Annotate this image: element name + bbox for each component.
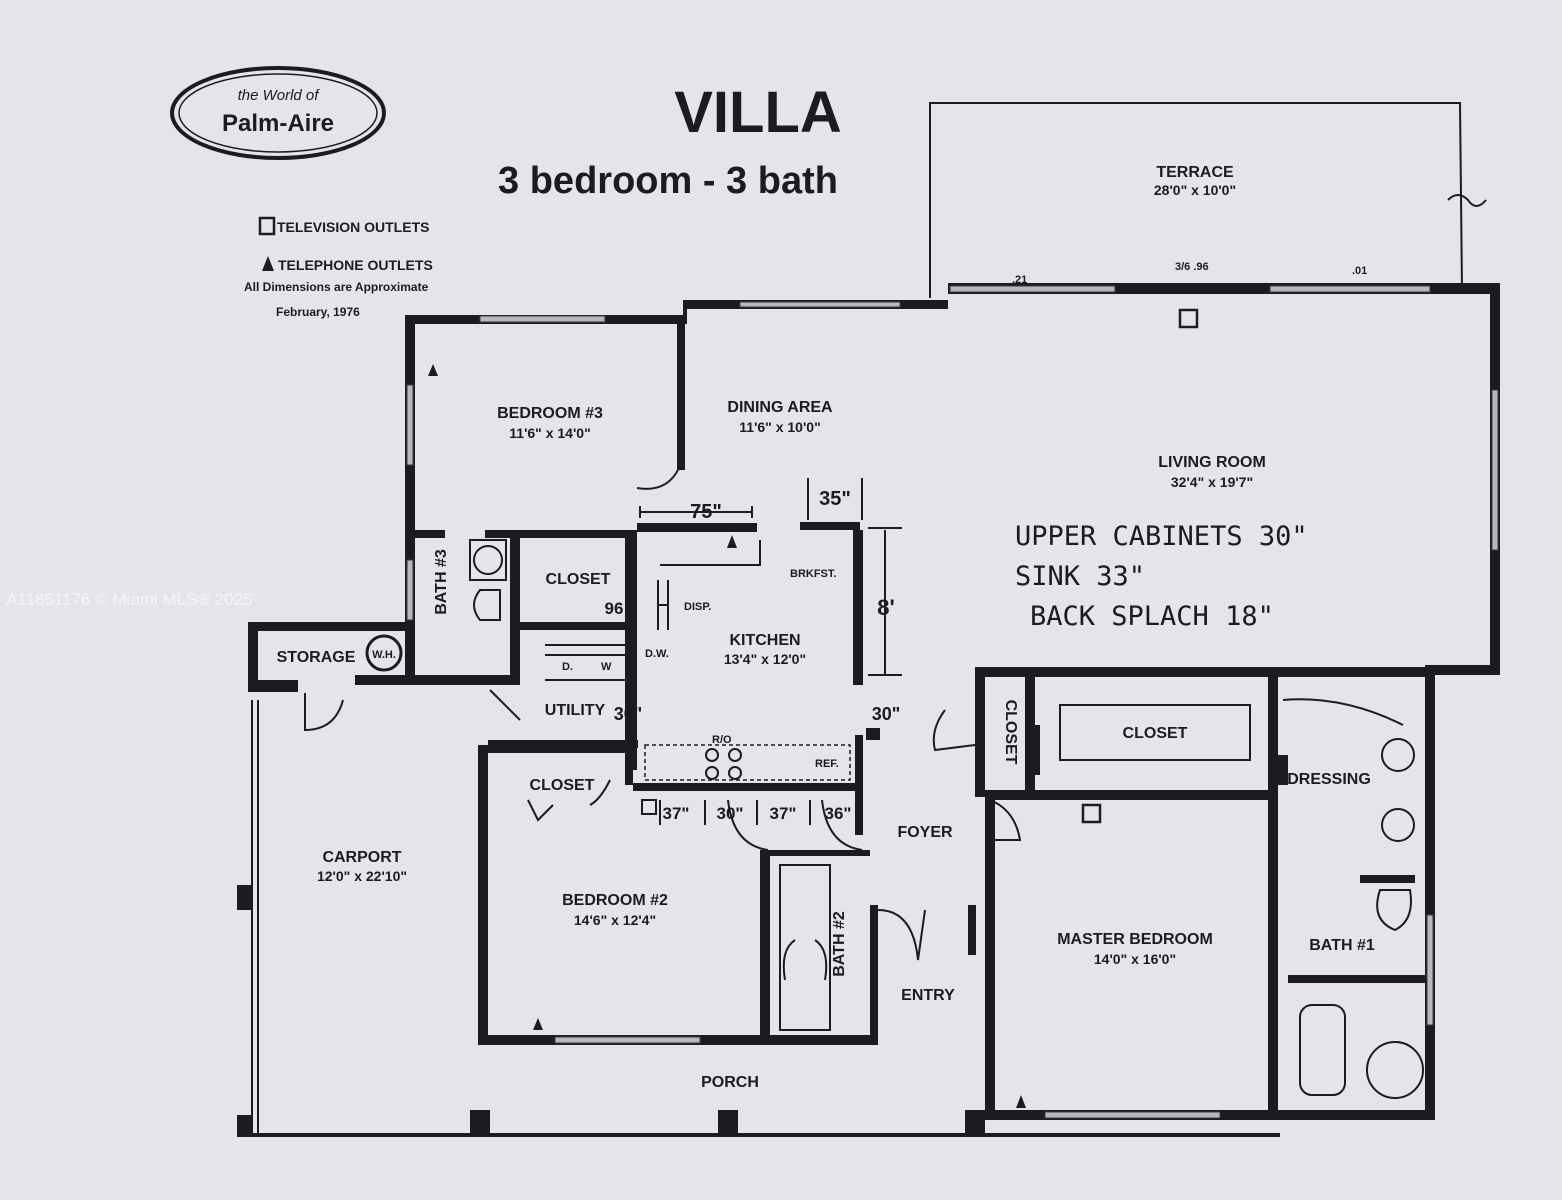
living-label: LIVING ROOM [1158, 454, 1266, 471]
bedroom3-label: BEDROOM #3 [497, 405, 603, 422]
bedroom2-label: BEDROOM #2 [562, 892, 668, 909]
tv-outlet-bedroom2-icon [641, 799, 657, 815]
terrace-label: TERRACE [1156, 164, 1234, 181]
entry-label: ENTRY [901, 987, 955, 1004]
note-back-splash: BACK SPLACH 18" [1030, 601, 1274, 632]
handwritten-notes: UPPER CABINETS 30" SINK 33" BACK SPLACH … [1015, 521, 1308, 632]
refrigerator-label: REF. [815, 758, 839, 770]
measure-75: 75" [690, 501, 722, 523]
measure-35: 35" [819, 488, 851, 510]
plan-subtitle: 3 bedroom - 3 bath [498, 160, 838, 202]
water-heater-label: W.H. [372, 649, 396, 661]
interior-walls [405, 320, 1435, 1120]
terrace-mark-96: 3/6 .96 [1175, 261, 1209, 273]
phone-outlet-bedroom2-icon [533, 1018, 543, 1030]
fixtures: W.H. [365, 308, 1424, 1108]
range-oven-label: R/O [712, 734, 732, 746]
tv-outlet-icon [258, 216, 276, 236]
palm-aire-logo: the World of Palm-Aire [170, 66, 386, 160]
measure-utility-30: 30" [614, 704, 643, 724]
note-sink: SINK 33" [1015, 561, 1145, 592]
living-size: 32'4" x 19'7" [1171, 474, 1253, 490]
dryer-label: D. [562, 661, 573, 673]
dishwasher-label: D.W. [645, 648, 669, 660]
foyer-closet-label: CLOSET [1002, 700, 1019, 765]
mls-watermark: A11851176 © Miami MLS® 2025 [6, 590, 253, 609]
bath3-label: BATH #3 [433, 549, 450, 615]
terrace-size: 28'0" x 10'0" [1154, 182, 1236, 198]
breakfast-label: BRKFST. [790, 568, 836, 580]
bath1-toilet-icon [1376, 889, 1412, 932]
fixture-labels: BRKFST. DISP. D.W. R/O REF. D. W [562, 568, 839, 770]
doors [304, 467, 1404, 961]
kitchen-size: 13'4" x 12'0" [724, 651, 806, 667]
legend-tv: TELEVISION OUTLETS [277, 219, 429, 235]
logo-script-text: the World of [238, 87, 321, 104]
bedroom3-size: 11'6" x 14'0" [509, 425, 590, 441]
plan-title: VILLA [674, 80, 842, 145]
terrace-mark-01: .01 [1352, 265, 1367, 277]
dining-label: DINING AREA [727, 399, 833, 416]
dining-size: 11'6" x 10'0" [739, 419, 820, 435]
bath2-label: BATH #2 [831, 911, 848, 977]
measure-37-right: 37" [770, 804, 797, 823]
measure-36: 36" [825, 804, 852, 823]
master-bedroom-label: MASTER BEDROOM [1057, 931, 1213, 948]
legend-phone: TELEPHONE OUTLETS [278, 257, 433, 273]
kitchen-label: KITCHEN [729, 632, 800, 649]
bedroom2-closet-label: CLOSET [530, 777, 595, 794]
bedroom2-size: 14'6" x 12'4" [574, 912, 656, 928]
water-heater-icon [365, 634, 403, 672]
measure-8ft: 8' [877, 595, 894, 620]
bath1-label: BATH #1 [1309, 937, 1375, 954]
phone-outlet-bedroom3-icon [428, 364, 438, 376]
logo-brand-text: Palm-Aire [222, 110, 334, 137]
bedroom3-closet-label: CLOSET [546, 571, 611, 588]
master-closet-label: CLOSET [1123, 725, 1188, 742]
note-upper-cabinets: UPPER CABINETS 30" [1015, 521, 1308, 552]
porch-label: PORCH [701, 1074, 759, 1091]
foyer-label: FOYER [897, 824, 953, 841]
legend: TELEVISION OUTLETS TELEPHONE OUTLETS All… [244, 216, 433, 319]
carport-label: CARPORT [322, 849, 401, 866]
measure-37-left: 37" [663, 804, 690, 823]
storage-label: STORAGE [277, 649, 356, 666]
carport-size: 12'0" x 22'10" [317, 868, 407, 884]
measure-96: 96 [605, 599, 624, 618]
tv-outlet-master-icon [1081, 803, 1102, 824]
disposal-label: DISP. [684, 601, 711, 613]
bath3-toilet-icon [473, 589, 501, 621]
measure-kitchen-30: 30" [872, 704, 901, 724]
washer-label: W [601, 661, 612, 673]
tv-outlet-living-icon [1178, 308, 1199, 329]
legend-dimensions: All Dimensions are Approximate [244, 280, 429, 294]
phone-outlet-master-icon [1016, 1095, 1026, 1108]
measure-30-center: 30" [717, 804, 744, 823]
legend-date: February, 1976 [276, 305, 360, 319]
terrace: TERRACE 28'0" x 10'0" .21 3/6 .96 .01 [929, 102, 1487, 298]
exterior-walls [237, 283, 1500, 1137]
utility-label: UTILITY [545, 702, 606, 719]
master-bedroom-size: 14'0" x 16'0" [1094, 951, 1176, 967]
room-labels: BEDROOM #3 11'6" x 14'0" DINING AREA 11'… [277, 399, 1375, 1091]
phone-outlet-icon [262, 256, 274, 271]
measurements: 75" 35" 8' 30" 30" 96 37" 30" 37" 36" [605, 478, 902, 825]
windows [406, 285, 1499, 1119]
dressing-label: DRESSING [1287, 771, 1371, 788]
